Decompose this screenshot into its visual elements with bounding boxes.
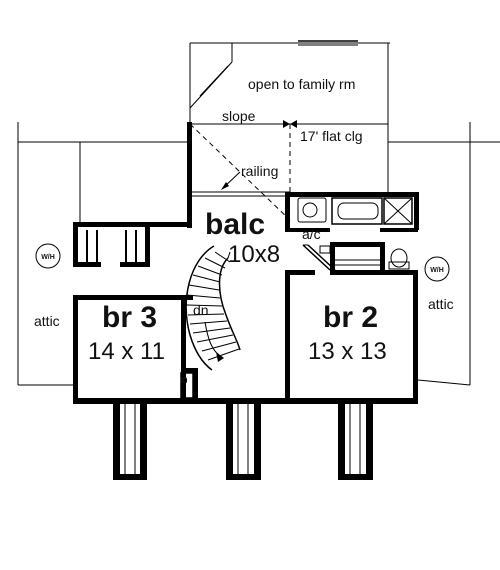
wh-right-label: W/H xyxy=(430,267,444,274)
open-to-label: open to family rm xyxy=(248,76,355,92)
slope-arrows xyxy=(283,120,297,128)
bath-fixtures xyxy=(297,197,413,270)
water-heater-left: W/H xyxy=(35,243,61,269)
porch-columns xyxy=(113,404,373,480)
bedroom3-size: 14 x 11 xyxy=(88,338,165,365)
water-heater-right: W/H xyxy=(424,256,450,282)
railing-label: railing xyxy=(241,163,278,179)
ac-closet xyxy=(302,244,336,271)
attic-left-outline xyxy=(17,122,190,386)
stairs-down-label: dn xyxy=(193,302,209,318)
ac-label: a/c xyxy=(302,226,321,242)
closet-b-label: B xyxy=(179,376,189,383)
attic-right-label: attic xyxy=(428,296,454,312)
bedroom2-size: 13 x 13 xyxy=(308,338,387,365)
walls xyxy=(73,122,419,404)
bedroom3-name: br 3 xyxy=(102,301,157,334)
balcony-name: balc xyxy=(205,208,265,241)
slope-label: slope xyxy=(222,108,256,124)
curved-staircase xyxy=(185,245,241,371)
closet-b-box xyxy=(180,372,194,399)
bedroom2-name: br 2 xyxy=(323,301,378,334)
wh-left-label: W/H xyxy=(41,254,55,261)
attic-left-label: attic xyxy=(34,313,60,329)
balcony-railing xyxy=(190,171,290,197)
flat-ceiling-label: 17' flat clg xyxy=(300,128,363,144)
attic-right-outline xyxy=(388,122,500,386)
balcony-size: 10x8 xyxy=(228,241,280,268)
